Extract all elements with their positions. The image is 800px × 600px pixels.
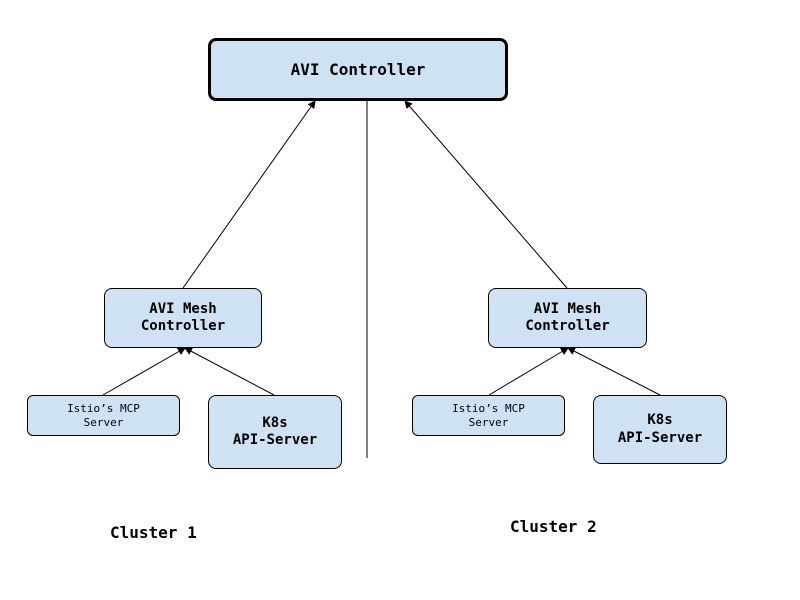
cluster2-label: Cluster 2 bbox=[510, 517, 597, 536]
avi-controller-node: AVI Controller bbox=[208, 38, 508, 101]
cluster2-mcp-server-line2: Server bbox=[468, 415, 509, 429]
arrow-mcp1-to-mesh1 bbox=[102, 347, 186, 396]
cluster2-mesh-controller-line2: Controller bbox=[525, 318, 610, 334]
cluster1-mesh-controller-line2: Controller bbox=[140, 318, 226, 334]
cluster2-k8s-line1: K8s bbox=[647, 412, 673, 428]
cluster1-istio-mcp-server-node: Istio’s MCP Server bbox=[27, 395, 180, 436]
cluster1-mcp-server-line2: Server bbox=[83, 415, 124, 429]
arrow-mesh2-to-controller bbox=[404, 100, 568, 289]
cluster1-mcp-server-line1: Istio’s MCP bbox=[67, 401, 140, 415]
arrow-k8s1-to-mesh1 bbox=[184, 347, 275, 396]
arrow-mesh1-to-controller bbox=[182, 100, 316, 289]
cluster2-mcp-server-line1: Istio’s MCP bbox=[452, 401, 525, 415]
arrow-k8s2-to-mesh2 bbox=[567, 347, 661, 396]
cluster1-k8s-line1: K8s bbox=[262, 414, 288, 431]
cluster2-avi-mesh-controller-node: AVI Mesh Controller bbox=[488, 288, 647, 348]
cluster2-k8s-api-server-node: K8s API-Server bbox=[593, 395, 727, 464]
avi-controller-label: AVI Controller bbox=[290, 59, 426, 79]
cluster1-k8s-api-server-node: K8s API-Server bbox=[208, 395, 342, 469]
cluster1-avi-mesh-controller-node: AVI Mesh Controller bbox=[104, 288, 262, 348]
cluster1-k8s-line2: API-Server bbox=[232, 432, 318, 448]
cluster2-mesh-controller-line1: AVI Mesh bbox=[533, 300, 602, 317]
cluster1-mesh-controller-line1: AVI Mesh bbox=[149, 300, 217, 317]
cluster2-istio-mcp-server-node: Istio’s MCP Server bbox=[412, 395, 565, 436]
arrow-mcp2-to-mesh2 bbox=[488, 347, 569, 396]
cluster1-label: Cluster 1 bbox=[110, 523, 197, 542]
cluster2-k8s-line2: API-Server bbox=[617, 429, 703, 446]
